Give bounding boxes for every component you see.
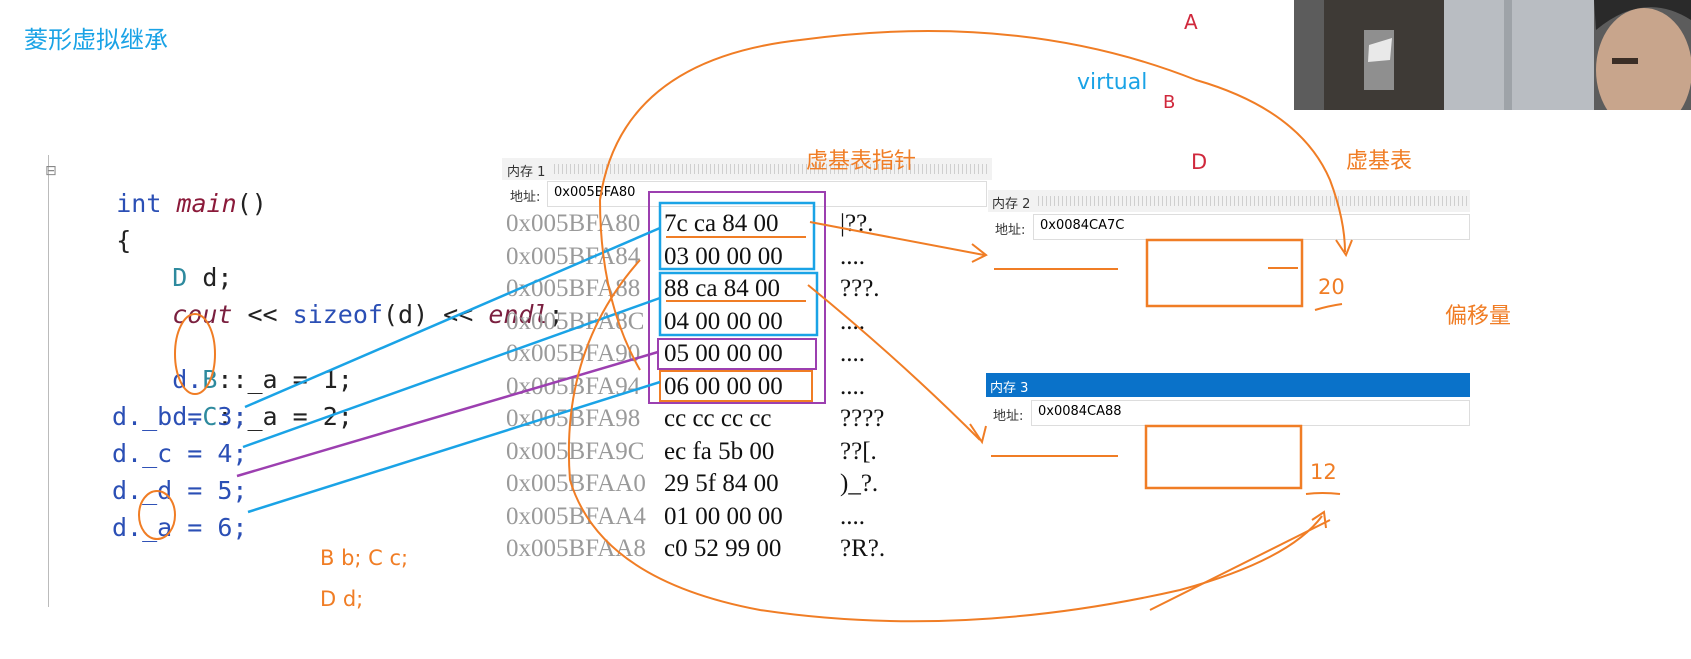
note-class-D: D (1191, 150, 1208, 174)
note-class-B: B (1163, 92, 1176, 113)
mem-bytes[interactable]: ec fa 5b 00 (664, 437, 775, 465)
code-d: d. (172, 402, 203, 431)
mem-address: 0x005BFAA0 (506, 470, 646, 497)
code-line-brace: { (56, 185, 131, 296)
memory2-grip[interactable] (1038, 196, 1468, 206)
memory1-header: 内存 1 (502, 158, 992, 180)
type-D: D (172, 263, 188, 292)
function-main: main (176, 189, 237, 218)
mem-ascii: .... (840, 340, 865, 367)
fold-icon[interactable]: ⊟ (45, 163, 57, 179)
keyword-int: int (116, 189, 177, 218)
mem-bytes[interactable]: 7c ca 84 00 (664, 210, 779, 237)
mem-address: 0x005BFA9C (506, 437, 645, 465)
mem-address: 0x005BFA94 (506, 372, 641, 400)
webcam-video (1294, 0, 1691, 110)
editor-gutter-line (48, 155, 49, 607)
note-virtual: virtual (1077, 70, 1148, 95)
code-line-a: d._a = 6; (112, 513, 248, 542)
memory3-title: 内存 3 (990, 381, 1029, 396)
memory1-addr-label: 地址: (510, 190, 541, 205)
mem-ascii: ?R?. (840, 535, 886, 562)
note-class-A: A (1184, 10, 1198, 34)
mem-ascii: .... (840, 372, 865, 400)
mem-ascii: ???. (840, 275, 880, 302)
code-line-b: d._b = 3; (112, 402, 248, 431)
code-line-decl: D d; (112, 222, 232, 333)
note-12: 12 (1310, 460, 1337, 484)
note-vbtable: 虚基表 (1346, 149, 1413, 174)
memory2-title: 内存 2 (992, 197, 1031, 212)
memory2-addr-label: 地址: (995, 223, 1026, 238)
orange-box-vbtable1 (1145, 238, 1304, 308)
mem-address: 0x005BFA90 (506, 340, 641, 367)
mem-address: 0x005BFA84 (506, 242, 641, 270)
mem-bytes[interactable]: 05 00 00 00 (664, 340, 783, 367)
memory1-addr-input[interactable]: 0x005BFA80 (547, 181, 987, 207)
mem-ascii: )_?. (840, 470, 879, 497)
type-C: C (202, 402, 218, 431)
mem-bytes[interactable]: 03 00 00 00 (664, 242, 783, 270)
code-line-c: d._c = 4; (112, 439, 248, 468)
note-decl-d: D d; (320, 587, 364, 611)
note-offset: 偏移量 (1445, 304, 1512, 329)
mem-ascii: ??[. (840, 437, 877, 465)
mem-address: 0x005BFAA4 (506, 502, 646, 530)
note-vbptr: 虚基表指针 (806, 149, 917, 174)
mem-bytes[interactable]: 04 00 00 00 (664, 307, 783, 335)
mem-address: 0x005BFA8C (506, 307, 645, 335)
code-brace: { (116, 226, 132, 255)
code-line-d: d._d = 5; (112, 476, 248, 505)
mem-address: 0x005BFA80 (506, 210, 641, 237)
slide-title: 菱形虚拟继承 (24, 26, 168, 54)
code-decl-d: d; (187, 263, 233, 292)
mem-ascii: .... (840, 242, 865, 270)
memory2-header: 内存 2 (988, 190, 1470, 212)
memory1-title: 内存 1 (507, 165, 546, 180)
mem-bytes[interactable]: c0 52 99 00 (664, 535, 782, 562)
mem-bytes[interactable]: cc cc cc cc (664, 405, 772, 432)
mem-bytes[interactable]: 88 ca 84 00 (664, 275, 780, 302)
code-paren: () (236, 189, 267, 218)
mem-ascii: .... (840, 307, 865, 335)
mem-bytes[interactable]: 06 00 00 00 (664, 372, 783, 400)
memory3-addr-input[interactable]: 0x0084CA88 (1031, 400, 1470, 426)
note-decl-bc: B b; C c; (320, 546, 409, 570)
note-20: 20 (1318, 275, 1345, 299)
mem-address: 0x005BFAA8 (506, 535, 646, 562)
mem-ascii: |??. (840, 210, 874, 237)
mem-address: 0x005BFA98 (506, 405, 641, 432)
memory3-header: 内存 3 (986, 373, 1470, 397)
mem-bytes[interactable]: 01 00 00 00 (664, 502, 783, 530)
mem-address: 0x005BFA88 (506, 275, 641, 302)
mem-bytes[interactable]: 29 5f 84 00 (664, 470, 779, 497)
mem-ascii: ???? (840, 405, 885, 432)
code-args: (d) << (382, 300, 489, 329)
memory2-addr-input[interactable]: 0x0084CA7C (1033, 214, 1470, 240)
code-line-main: int main() (56, 148, 267, 259)
mem-ascii: .... (840, 502, 865, 530)
memory1-grip[interactable] (554, 164, 990, 174)
orange-box-vbtable2 (1144, 424, 1303, 490)
memory3-addr-label: 地址: (993, 409, 1024, 424)
